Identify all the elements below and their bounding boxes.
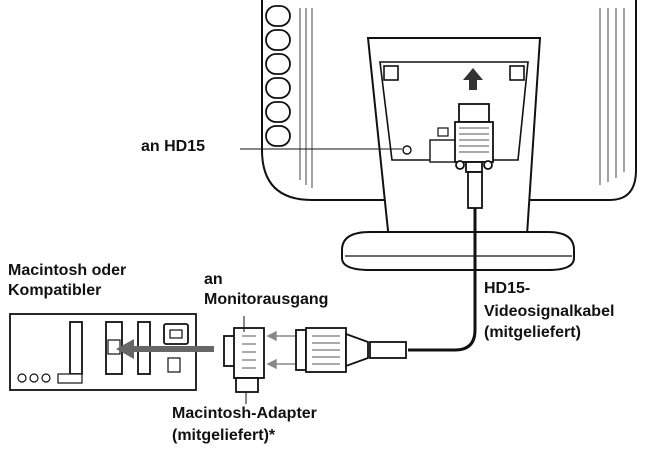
ferrite-bead-computer bbox=[369, 341, 407, 359]
insert-arrow-icon bbox=[463, 68, 483, 90]
hd15-port-label: an HD15 bbox=[141, 138, 206, 155]
cable-label-line2: Videosignalkabel bbox=[484, 303, 615, 320]
adapter-label-line1: Macintosh-Adapter bbox=[172, 405, 317, 422]
adapter-label-line2: (mitgeliefert)* bbox=[172, 427, 276, 444]
cable-label-line1: HD15- bbox=[484, 280, 531, 297]
monitor-side-ribs bbox=[265, 5, 291, 147]
monitor-output-label-line2: Monitorausgang bbox=[204, 291, 329, 308]
cable-label-line3: (mitgeliefert) bbox=[484, 324, 581, 341]
monitor-output-port bbox=[107, 339, 121, 355]
video-signal-cable bbox=[408, 208, 477, 352]
monitor-stand-base bbox=[341, 231, 575, 271]
monitor-output-label-line1: an bbox=[204, 271, 223, 288]
computer-side-connector bbox=[295, 327, 407, 373]
macintosh-adapter bbox=[223, 327, 265, 393]
monitor-back-shading bbox=[299, 8, 625, 188]
lock-knob bbox=[437, 127, 449, 137]
ferrite-bead bbox=[467, 171, 483, 209]
port-screw bbox=[402, 145, 412, 155]
monitor-illustration bbox=[261, 0, 637, 271]
macintosh-label-line2: Kompatibler bbox=[8, 282, 102, 299]
macintosh-label-line1: Macintosh oder bbox=[8, 262, 127, 279]
callout-lines bbox=[240, 148, 402, 404]
right-hinge-clip bbox=[509, 65, 525, 81]
left-hinge-clip bbox=[383, 65, 399, 81]
insert-arrow-left-icon bbox=[116, 339, 214, 359]
